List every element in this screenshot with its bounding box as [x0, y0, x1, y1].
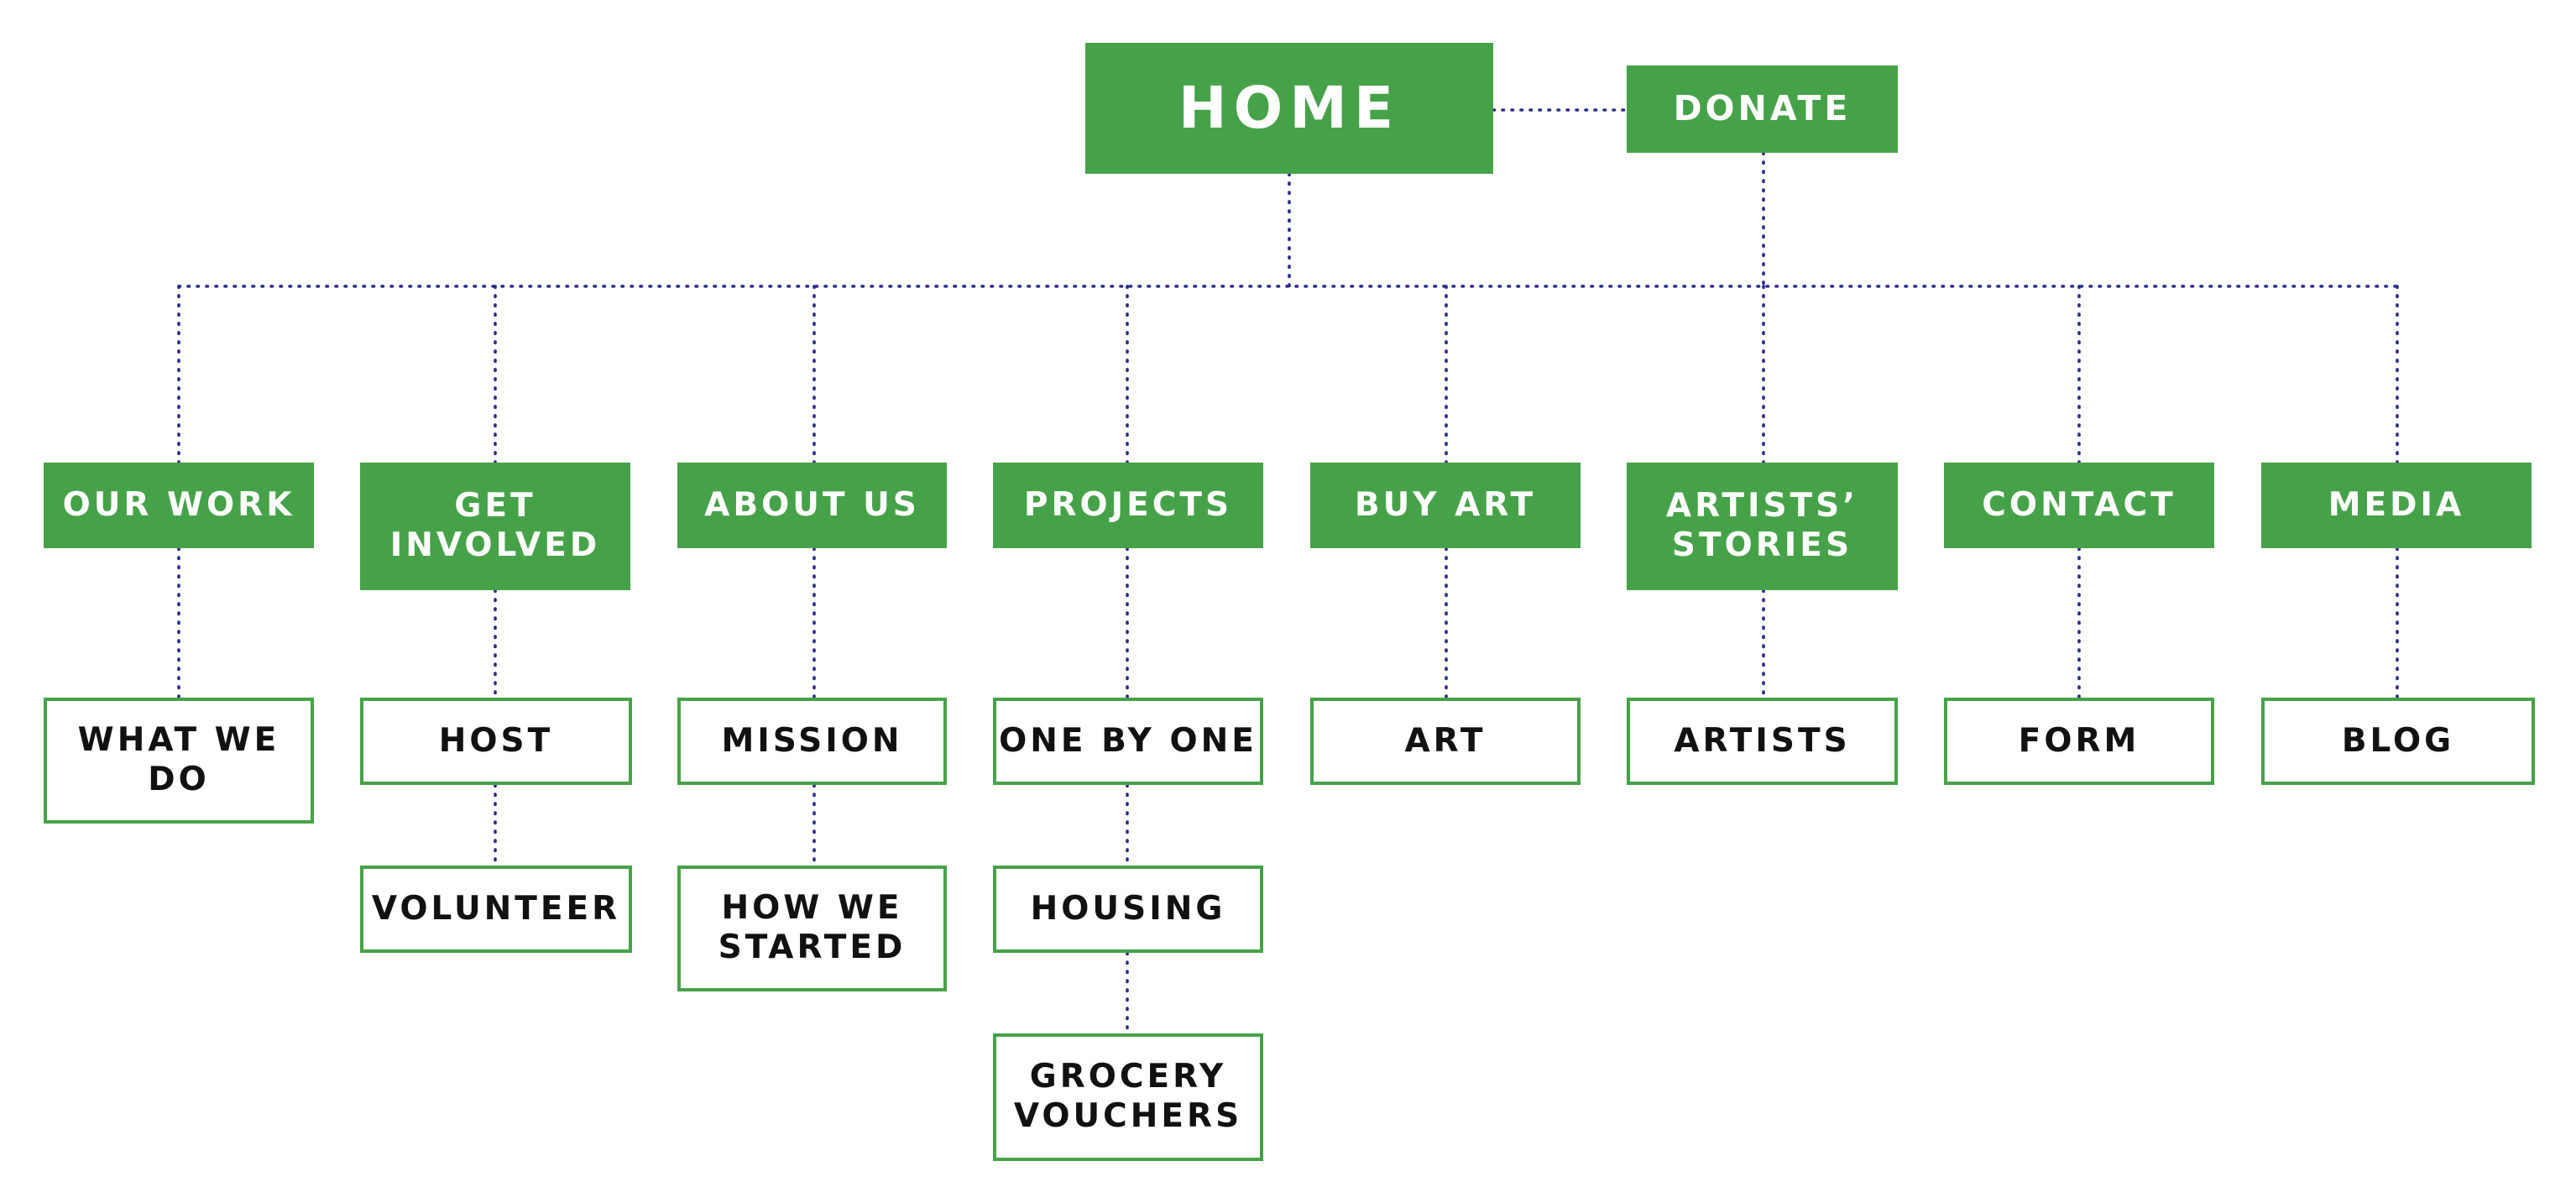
page-label: VOLUNTEER	[371, 889, 621, 928]
page-label: HOW WE STARTED	[718, 889, 907, 966]
page-how-we-started[interactable]: HOW WE STARTED	[677, 866, 947, 991]
page-art[interactable]: ART	[1310, 698, 1581, 785]
section-our-work[interactable]: OUR WORK	[44, 463, 314, 548]
page-host[interactable]: HOST	[360, 698, 632, 785]
page-label: HOUSING	[1030, 889, 1226, 928]
page-volunteer[interactable]: VOLUNTEER	[360, 866, 632, 953]
page-artists[interactable]: ARTISTS	[1627, 698, 1898, 785]
section-label: MEDIA	[2328, 485, 2465, 524]
section-label: ARTISTS’ STORIES	[1665, 487, 1859, 564]
section-contact[interactable]: CONTACT	[1944, 463, 2214, 548]
page-label: ARTISTS	[1674, 721, 1851, 760]
page-label: FORM	[2018, 721, 2140, 760]
section-label: ABOUT US	[704, 485, 920, 524]
page-mission[interactable]: MISSION	[677, 698, 947, 785]
page-grocery-vouchers[interactable]: GROCERY VOUCHERS	[993, 1033, 1263, 1161]
page-one-by-one[interactable]: ONE BY ONE	[993, 698, 1263, 785]
page-what-we-do[interactable]: WHAT WE DO	[44, 698, 314, 824]
home-node[interactable]: HOME	[1085, 43, 1493, 174]
section-media[interactable]: MEDIA	[2261, 463, 2532, 548]
donate-node[interactable]: DONATE	[1627, 65, 1898, 153]
donate-label: DONATE	[1673, 88, 1852, 129]
page-label: HOST	[438, 721, 554, 760]
section-get-involved[interactable]: GET INVOLVED	[360, 463, 630, 590]
page-blog[interactable]: BLOG	[2261, 698, 2535, 785]
page-label: BLOG	[2341, 721, 2455, 760]
page-housing[interactable]: HOUSING	[993, 866, 1263, 953]
section-label: PROJECTS	[1023, 485, 1233, 524]
section-label: BUY ART	[1354, 485, 1537, 524]
section-label: GET INVOLVED	[389, 487, 601, 564]
page-form[interactable]: FORM	[1944, 698, 2214, 785]
section-label: OUR WORK	[62, 485, 295, 524]
section-buy-art[interactable]: BUY ART	[1310, 463, 1581, 548]
page-label: ONE BY ONE	[999, 721, 1257, 760]
home-label: HOME	[1178, 74, 1401, 142]
page-label: ART	[1404, 721, 1487, 760]
page-label: MISSION	[721, 721, 903, 760]
section-projects[interactable]: PROJECTS	[993, 463, 1263, 548]
section-artists-stories[interactable]: ARTISTS’ STORIES	[1627, 463, 1898, 590]
section-label: CONTACT	[1982, 485, 2176, 524]
page-label: WHAT WE DO	[77, 721, 280, 798]
page-label: GROCERY VOUCHERS	[1013, 1058, 1243, 1135]
section-about-us[interactable]: ABOUT US	[677, 463, 947, 548]
